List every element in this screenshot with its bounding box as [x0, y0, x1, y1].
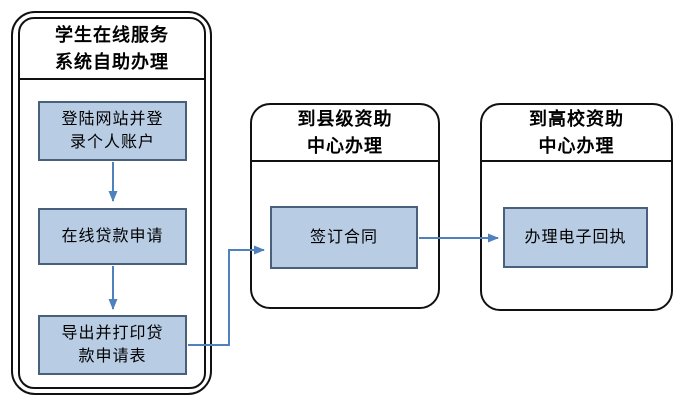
- node-text-line: 签订合同: [309, 229, 378, 246]
- node-text-line: 办理电子回执: [524, 229, 627, 246]
- node-login-website-account: 登陆网站并登 录个人账户: [38, 101, 187, 161]
- node-text-line: 登陆网站并登: [61, 111, 164, 128]
- lane-county-aid-center-frame: [250, 103, 440, 309]
- lane-title-line: 到县级资助: [297, 108, 393, 129]
- node-text-line: 款申请表: [78, 348, 147, 365]
- lane-title-line: 系统自助办理: [55, 51, 169, 72]
- lane-title-line: 中心办理: [307, 135, 383, 156]
- lane-student-online-outer-frame: [11, 11, 212, 395]
- lane-county-aid-center-title: 到县级资助 中心办理: [252, 105, 438, 162]
- node-text-line: 在线贷款申请: [61, 228, 164, 245]
- node-export-print-application-form: 导出并打印贷 款申请表: [38, 315, 187, 375]
- lane-university-aid-center-frame: [480, 103, 673, 311]
- lane-title-line: 到高校资助: [529, 108, 624, 129]
- node-sign-contract: 签订合同: [270, 206, 418, 269]
- lane-student-online-frame: [18, 17, 206, 389]
- lane-title-line: 学生在线服务: [55, 24, 169, 45]
- node-text-line: 导出并打印贷: [61, 325, 164, 342]
- lane-university-aid-center-title: 到高校资助 中心办理: [482, 105, 671, 162]
- node-text-line: 录个人账户: [69, 134, 155, 151]
- node-online-loan-application: 在线贷款申请: [38, 208, 187, 265]
- lane-student-online-title: 学生在线服务 系统自助办理: [20, 19, 204, 80]
- lane-title-line: 中心办理: [538, 135, 615, 156]
- node-process-electronic-receipt: 办理电子回执: [503, 207, 648, 268]
